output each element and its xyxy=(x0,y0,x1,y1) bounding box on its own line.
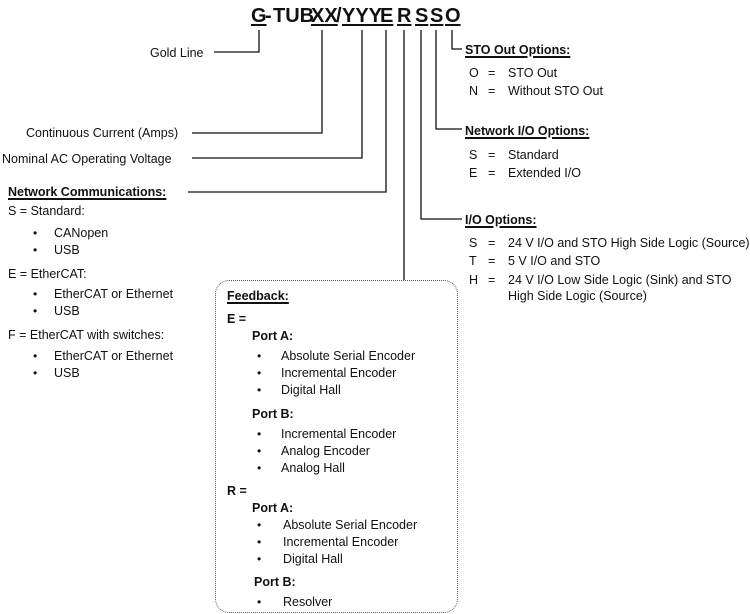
option-eq: = xyxy=(488,148,496,162)
bullet-icon: • xyxy=(33,366,38,380)
network-connector xyxy=(188,30,387,193)
bullet-icon: • xyxy=(257,461,262,475)
code-feedback: R xyxy=(397,5,412,27)
network-group-header: S = Standard: xyxy=(8,204,85,218)
option-code: O xyxy=(469,66,479,80)
list-item: USB xyxy=(54,304,80,318)
bullet-icon: • xyxy=(33,243,38,257)
list-item: CANopen xyxy=(54,226,109,240)
option-eq: = xyxy=(488,84,496,98)
option-eq: = xyxy=(488,273,496,287)
current-connector xyxy=(192,30,323,134)
option-code: S xyxy=(469,148,478,162)
port-b-label: Port B: xyxy=(254,575,296,589)
list-item: Resolver xyxy=(283,595,333,609)
feedback-title: Feedback: xyxy=(227,289,289,303)
io-title: I/O Options: xyxy=(465,213,537,227)
bullet-icon: • xyxy=(33,287,38,301)
continuous-current-label: Continuous Current (Amps) xyxy=(26,126,179,140)
option-desc: 24 V I/O and STO High Side Logic (Source… xyxy=(508,236,750,250)
bullet-icon: • xyxy=(257,518,262,532)
option-eq: = xyxy=(488,254,496,268)
option-code: H xyxy=(469,273,479,287)
network-comm-title: Network Communications: xyxy=(8,185,167,199)
bullet-icon: • xyxy=(257,427,262,441)
sto-connector xyxy=(451,30,462,50)
list-item: Incremental Encoder xyxy=(283,535,399,549)
port-b-label: Port B: xyxy=(252,407,294,421)
code-dash: - xyxy=(265,5,272,27)
code-prefix: G xyxy=(251,5,267,27)
bullet-icon: • xyxy=(257,383,262,397)
list-item: EtherCAT or Ethernet xyxy=(54,349,174,363)
bullet-icon: • xyxy=(33,304,38,318)
bullet-icon: • xyxy=(257,349,262,363)
code-slash: / xyxy=(336,5,342,27)
option-desc: 24 V I/O Low Side Logic (Sink) and STO xyxy=(508,273,732,287)
option-eq: = xyxy=(488,66,496,80)
option-code: T xyxy=(469,254,477,268)
option-code: E xyxy=(469,166,478,180)
voltage-label: Nominal AC Operating Voltage xyxy=(2,152,172,166)
option-eq: = xyxy=(488,236,496,250)
list-item: Analog Encoder xyxy=(281,444,370,458)
option-desc: Extended I/O xyxy=(508,166,581,180)
bullet-icon: • xyxy=(257,595,262,609)
network-group-header: E = EtherCAT: xyxy=(8,267,87,281)
io-connector xyxy=(420,30,462,220)
list-item: Incremental Encoder xyxy=(281,366,397,380)
list-item: USB xyxy=(54,366,80,380)
feedback-e-header: E = xyxy=(227,312,247,326)
bullet-icon: • xyxy=(257,535,262,549)
feedback-box xyxy=(215,280,458,613)
code-family: TUB xyxy=(273,5,315,27)
network-group-header: F = EtherCAT with switches: xyxy=(8,328,165,342)
gold-line-label: Gold Line xyxy=(150,46,204,60)
bullet-icon: • xyxy=(257,366,262,380)
port-a-label: Port A: xyxy=(252,329,294,343)
option-code: S xyxy=(469,236,478,250)
list-item: USB xyxy=(54,243,80,257)
list-item: EtherCAT or Ethernet xyxy=(54,287,174,301)
bullet-icon: • xyxy=(257,552,262,566)
list-item: Digital Hall xyxy=(281,383,341,397)
option-desc: Standard xyxy=(508,148,559,162)
bullet-icon: • xyxy=(33,349,38,363)
voltage-connector xyxy=(192,30,363,159)
bullet-icon: • xyxy=(33,226,38,240)
option-code: N xyxy=(469,84,479,98)
option-desc-continued: High Side Logic (Source) xyxy=(508,289,647,303)
option-desc: STO Out xyxy=(508,66,558,80)
option-desc: 5 V I/O and STO xyxy=(508,254,601,268)
option-eq: = xyxy=(488,166,496,180)
code-network-io: S xyxy=(430,5,444,27)
option-desc: Without STO Out xyxy=(508,84,603,98)
list-item: Analog Hall xyxy=(281,461,345,475)
port-a-label: Port A: xyxy=(252,501,294,515)
list-item: Incremental Encoder xyxy=(281,427,397,441)
bullet-icon: • xyxy=(257,444,262,458)
network-io-connector xyxy=(435,30,462,130)
code-current: XX xyxy=(311,5,338,27)
list-item: Absolute Serial Encoder xyxy=(283,518,418,532)
gold-line-connector xyxy=(214,30,260,53)
network-io-title: Network I/O Options: xyxy=(465,124,590,138)
code-network: E xyxy=(380,5,394,27)
list-item: Digital Hall xyxy=(283,552,343,566)
code-voltage: YYY xyxy=(342,5,383,27)
list-item: Absolute Serial Encoder xyxy=(281,349,416,363)
code-sto-out: O xyxy=(445,5,461,27)
sto-out-title: STO Out Options: xyxy=(465,43,571,57)
code-io: S xyxy=(415,5,429,27)
feedback-r-header: R = xyxy=(227,484,247,498)
